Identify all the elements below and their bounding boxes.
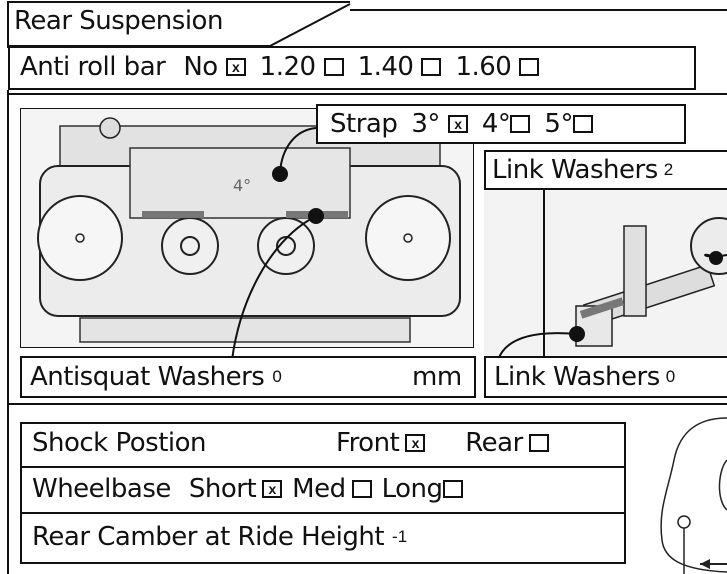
link-washers-photo — [484, 186, 727, 356]
shock-position-label: Shock Postion — [32, 428, 207, 458]
anti-roll-bar-group: Anti roll bar No x 1.20 1.40 1.60 — [20, 52, 540, 82]
anti-roll-bar-row — [8, 46, 696, 90]
rear-camber-group: Rear Camber at Ride Height -1 — [32, 522, 407, 552]
outer-frame — [7, 90, 727, 574]
antisquat-label: Antisquat Washers — [30, 362, 265, 392]
shock-position-options: Front x Rear — [336, 428, 549, 458]
rear-suspension-photo — [20, 108, 474, 348]
strap-5-checkbox[interactable] — [572, 115, 593, 133]
link-washers-bottom-label: Link Washers — [494, 362, 660, 392]
link-washers-top-box — [484, 150, 727, 190]
shock-front-checkbox[interactable]: x — [405, 434, 426, 452]
table-divider-2 — [20, 512, 626, 514]
washer-stack-left — [142, 211, 204, 218]
wheelbase-med-checkbox[interactable] — [351, 480, 372, 498]
strap-5-label: 5° — [544, 109, 573, 139]
strap-box — [316, 104, 686, 144]
link-washers-top-value[interactable]: 2 — [663, 160, 674, 179]
arb-120-checkbox[interactable] — [323, 58, 344, 76]
antisquat-unit: mm — [412, 362, 462, 392]
antisquat-washers-box — [20, 356, 476, 398]
antisquat-group: Antisquat Washers 0 — [30, 362, 282, 392]
wheelbase-group: Wheelbase Short x Med Long — [32, 474, 463, 504]
wheelbase-long-label: Long — [381, 474, 443, 504]
link-washers-bottom-value[interactable]: 0 — [665, 367, 676, 386]
strap-group: Strap 3° x 4° 5° — [330, 109, 593, 139]
table-divider-1 — [20, 466, 626, 468]
strap-label: Strap — [330, 109, 398, 139]
wheelbase-diagram — [660, 417, 727, 574]
arb-option-120-label: 1.20 — [259, 52, 316, 82]
wheelbase-short-label: Short — [188, 474, 257, 504]
shock-front-label: Front — [336, 428, 400, 458]
rear-camber-label: Rear Camber at Ride Height — [32, 522, 385, 552]
shock-rear-label: Rear — [465, 428, 523, 458]
wheelbase-med-label: Med — [292, 474, 346, 504]
link-washers-bottom-box — [484, 356, 727, 398]
wheelbase-label: Wheelbase — [32, 474, 171, 504]
arb-option-160-label: 1.60 — [455, 52, 512, 82]
arb-no-checkbox[interactable]: x — [225, 58, 246, 76]
section-title: Rear Suspension — [14, 6, 223, 36]
antisquat-value[interactable]: 0 — [272, 367, 282, 386]
setup-table — [20, 422, 626, 564]
link-washers-top-group: Link Washers 2 — [492, 155, 673, 185]
arb-160-checkbox[interactable] — [519, 58, 540, 76]
wheelbase-long-checkbox[interactable] — [442, 480, 463, 498]
arb-140-checkbox[interactable] — [421, 58, 442, 76]
rear-camber-value[interactable]: -1 — [392, 527, 408, 546]
strap-3-label: 3° — [411, 109, 440, 139]
shock-rear-checkbox[interactable] — [528, 434, 549, 452]
arb-option-no-label: No — [183, 52, 218, 82]
link-washers-bottom-group: Link Washers 0 — [494, 362, 675, 392]
strap-angle-marking: 4° — [233, 176, 252, 195]
strap-3-checkbox[interactable]: x — [447, 115, 468, 133]
arb-option-140-label: 1.40 — [357, 52, 414, 82]
wheelbase-short-checkbox[interactable]: x — [262, 480, 283, 498]
link-washers-top-label: Link Washers — [492, 155, 658, 185]
strap-4-checkbox[interactable] — [510, 115, 531, 133]
strap-4-label: 4° — [481, 109, 511, 139]
anti-roll-bar-label: Anti roll bar — [20, 52, 166, 82]
